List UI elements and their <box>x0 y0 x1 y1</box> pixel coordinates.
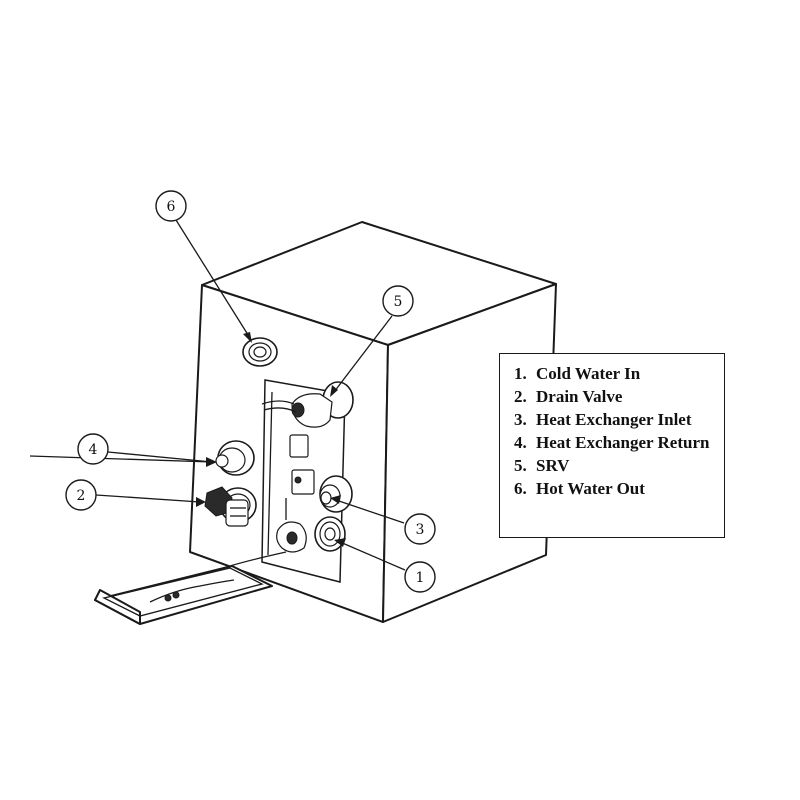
callout-4: 4 <box>77 433 109 465</box>
legend-list: 1. Cold Water In 2. Drain Valve 3. Heat … <box>514 363 724 500</box>
callout-5-number: 5 <box>394 294 403 310</box>
callout-6-number: 6 <box>167 199 176 215</box>
callout-4-number: 4 <box>89 442 98 458</box>
callout-1: 1 <box>404 561 436 593</box>
legend-item-srv: 5. SRV <box>514 455 724 477</box>
drain-valve-fitting <box>204 486 257 527</box>
legend-item-heat-exchanger-return: 4. Heat Exchanger Return <box>514 432 724 454</box>
legend-item-label: Heat Exchanger Return <box>536 433 710 452</box>
hot-water-out-fitting <box>242 337 278 367</box>
srv-valve <box>261 381 354 428</box>
legend-item-number: 3. <box>514 410 527 429</box>
heat-exchanger-return-fitting <box>215 440 255 476</box>
legend-item-hot-water-out: 6. Hot Water Out <box>514 478 724 500</box>
legend-item-label: SRV <box>536 456 570 475</box>
wiring-tray <box>94 565 273 625</box>
legend-item-label: Drain Valve <box>536 387 623 406</box>
legend-item-number: 1. <box>514 364 527 383</box>
legend-item-number: 6. <box>514 479 527 498</box>
legend-item-heat-exchanger-inlet: 3. Heat Exchanger Inlet <box>514 409 724 431</box>
cold-water-in-fitting <box>314 516 346 552</box>
callout-3-number: 3 <box>416 522 425 538</box>
callout-1-number: 1 <box>416 570 425 586</box>
legend-item-label: Heat Exchanger Inlet <box>536 410 692 429</box>
legend-item-number: 4. <box>514 433 527 452</box>
callout-2-number: 2 <box>77 488 86 504</box>
callout-6: 6 <box>155 190 187 222</box>
legend-item-number: 2. <box>514 387 527 406</box>
legend-item-cold-water-in: 1. Cold Water In <box>514 363 724 385</box>
legend-item-label: Hot Water Out <box>536 479 645 498</box>
thermostat-controls <box>276 434 315 553</box>
callout-5: 5 <box>382 285 414 317</box>
leader-lines <box>29 219 406 571</box>
legend-box: 1. Cold Water In 2. Drain Valve 3. Heat … <box>499 353 725 538</box>
legend-item-label: Cold Water In <box>536 364 641 383</box>
callout-3: 3 <box>404 513 436 545</box>
legend-item-drain-valve: 2. Drain Valve <box>514 386 724 408</box>
legend-item-number: 5. <box>514 456 527 475</box>
callout-2: 2 <box>65 479 97 511</box>
heat-exchanger-inlet-fitting <box>319 475 353 513</box>
